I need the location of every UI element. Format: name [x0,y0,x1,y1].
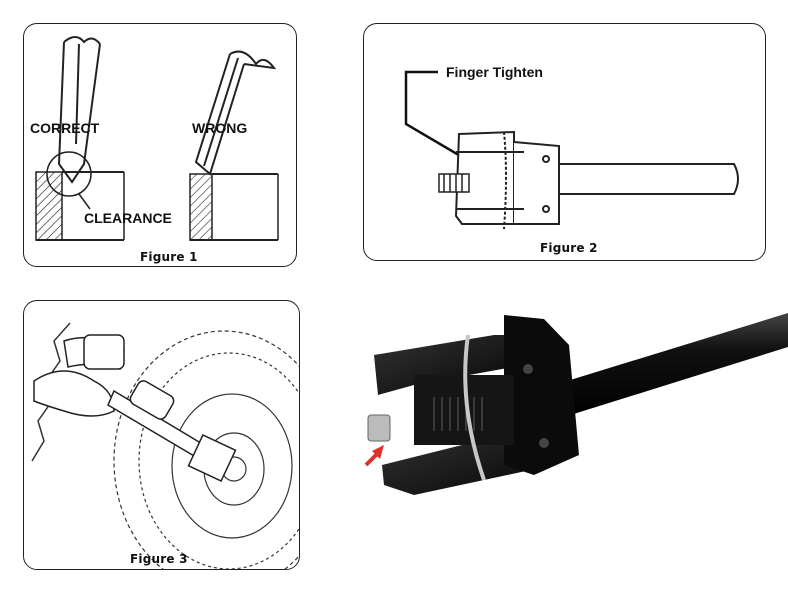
figure-3-caption: Figure 3 [130,552,188,566]
slide-rod [554,313,788,417]
correct-tool [57,36,101,184]
nut [367,414,391,442]
red-arrow [364,445,384,467]
label-wrong: WRONG [192,120,248,136]
figure-3-drawing [31,322,299,569]
figure-3-panel: Figure 3 [23,300,300,570]
puller-tool-photo [354,305,788,505]
hammer [63,334,125,370]
figure-1-panel: CORRECT WRONG CLEARANCE Figure 1 [23,23,297,267]
label-finger-tighten: Finger Tighten [446,64,543,80]
shaft [553,163,739,195]
wrong-tool [194,50,277,176]
figure-1-caption: Figure 1 [140,250,198,264]
figure-2-panel: Finger Tighten Figure 2 [363,23,766,261]
puller-body [454,130,560,225]
label-correct: CORRECT [30,120,100,136]
hand [33,370,115,417]
figure-2-caption: Figure 2 [540,241,598,255]
spring-wire [463,334,486,481]
figure-2-drawing [404,70,739,230]
spring [503,131,507,230]
clearance-circle [46,151,92,197]
finger-tighten-leader [404,70,475,166]
wrong-housing [189,173,279,241]
puller-jaws [374,315,579,495]
label-clearance: CLEARANCE [84,210,172,226]
puller [187,433,237,483]
puller-tool-rendering [364,313,788,495]
figure-1-drawing [35,36,279,241]
threaded-bolt [438,173,470,193]
